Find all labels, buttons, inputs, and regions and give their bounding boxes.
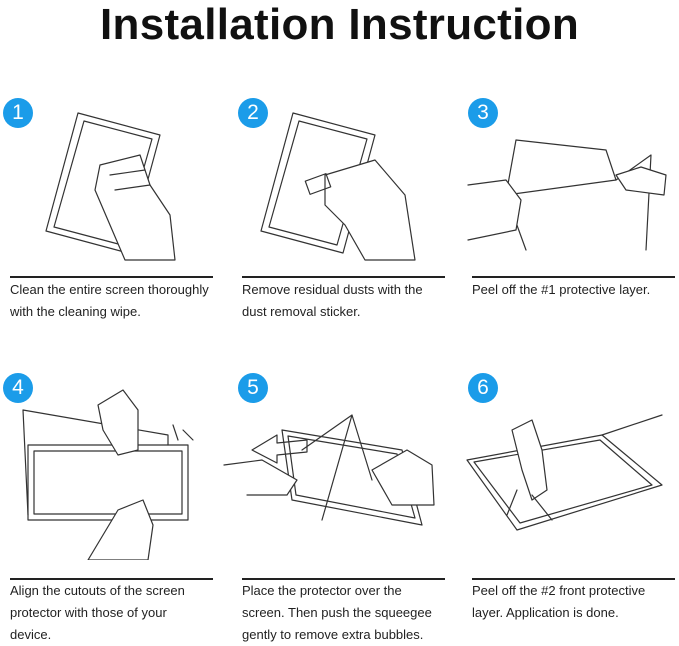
step-3-illustration (467, 139, 667, 251)
step-4-divider (10, 578, 213, 580)
caption-line: protector with those of your (10, 605, 167, 620)
step-3-divider (472, 276, 675, 278)
step-2-caption: Remove residual dusts with the dust remo… (242, 279, 482, 323)
step-5-illustration (223, 414, 435, 526)
step-6-divider (472, 578, 675, 580)
step-6-illustration (466, 414, 663, 531)
caption-line: with the cleaning wipe. (10, 304, 141, 319)
step-1-badge: 1 (3, 98, 33, 128)
step-2-illustration (260, 112, 416, 261)
step-1-caption: Clean the entire screen thoroughly with … (10, 279, 250, 323)
caption-line: Peel off the #1 protective layer. (472, 282, 651, 297)
step-2-badge: 2 (238, 98, 268, 128)
step-6-caption: Peel off the #2 front protective layer. … (472, 580, 679, 624)
caption-line: screen. Then push the squeegee (242, 605, 432, 620)
step-5-badge: 5 (238, 373, 268, 403)
caption-line: Place the protector over the (242, 583, 402, 598)
caption-line: Clean the entire screen thoroughly (10, 282, 209, 297)
step-3-caption: Peel off the #1 protective layer. (472, 279, 679, 301)
step-2-divider (242, 276, 445, 278)
caption-line: gently to remove extra bubbles. (242, 627, 424, 642)
step-5-divider (242, 578, 445, 580)
page-title: Installation Instruction (100, 0, 579, 49)
step-4-caption: Align the cutouts of the screen protecto… (10, 580, 250, 646)
step-1-divider (10, 276, 213, 278)
caption-line: Remove residual dusts with the (242, 282, 423, 297)
caption-line: layer. Application is done. (472, 605, 619, 620)
step-5-caption: Place the protector over the screen. The… (242, 580, 482, 646)
caption-line: Peel off the #2 front protective (472, 583, 646, 598)
caption-line: dust removal sticker. (242, 304, 361, 319)
step-1-illustration (45, 112, 176, 261)
step-3-badge: 3 (468, 98, 498, 128)
caption-line: Align the cutouts of the screen (10, 583, 185, 598)
caption-line: device. (10, 627, 52, 642)
step-6-badge: 6 (468, 373, 498, 403)
step-4-badge: 4 (3, 373, 33, 403)
step-4-illustration (22, 389, 194, 560)
